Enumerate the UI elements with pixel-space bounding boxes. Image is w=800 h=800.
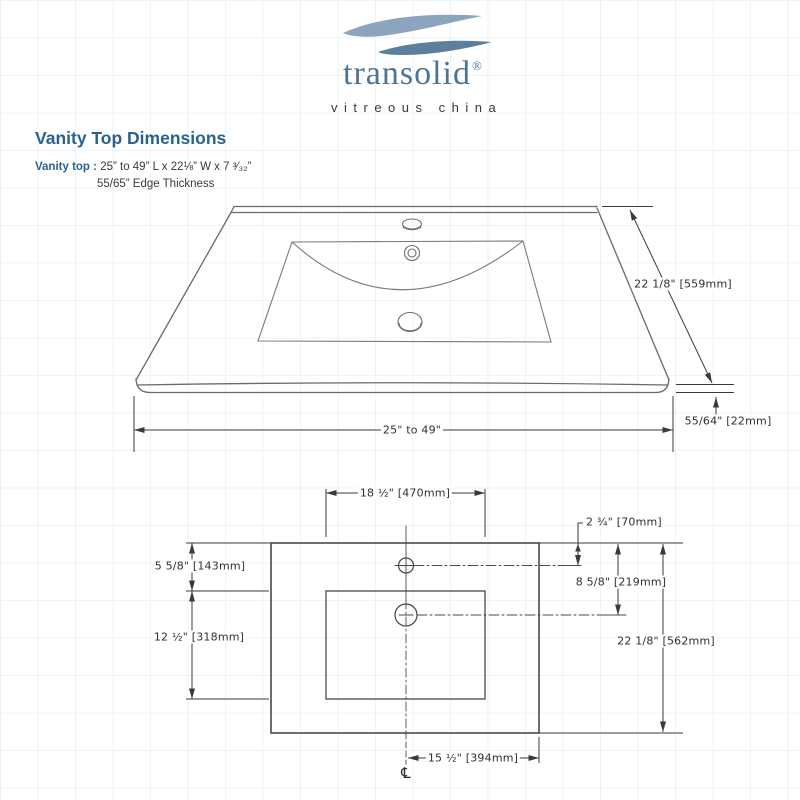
length-dimension-label: 25" to 49": [380, 423, 444, 437]
faucet-hole: [401, 218, 423, 231]
wave-bottom: [378, 40, 492, 55]
brand-name: transolid: [343, 55, 471, 92]
edge-thickness-dimension-label: 55/64" [22mm]: [682, 414, 774, 428]
drain-hole: [397, 311, 423, 333]
bowl-outline: [325, 590, 486, 700]
top-to-bowl-dimension-label: 5 5/8" [143mm]: [152, 559, 248, 573]
brand-tagline: vitreous china: [331, 100, 503, 115]
logo-wave-icon: [343, 14, 492, 55]
spec-line: Vanity top : 25” to 49” L x 22⅛” W x 7 ³…: [35, 161, 251, 173]
plan-view-drawing: [270, 525, 627, 765]
perspective-view-drawing: [135, 205, 670, 394]
countertop-left-edge: [135, 211, 232, 381]
plan-view-dimensions: [186, 489, 683, 763]
width-dimension-line: [629, 209, 713, 384]
spec-edge-thickness: 55/65” Edge Thickness: [97, 178, 215, 190]
registered-mark: ®: [471, 58, 483, 73]
faucet-center-dimension-line: [575, 522, 583, 566]
faucet-center-dimension-label: 2 ¾" [70mm]: [584, 515, 664, 529]
width-dimension-label: 22 1/8" [559mm]: [632, 277, 734, 291]
faucet-deck-width-dimension-label: 18 ½" [470mm]: [357, 486, 453, 500]
perspective-view-dimensions: [133, 206, 734, 452]
wave-top: [343, 14, 482, 37]
drain-center-dimension-label: 8 5/8" [219mm]: [573, 575, 669, 589]
brand-logo: transolid®: [343, 56, 482, 98]
countertop-outline: [270, 542, 540, 734]
overall-depth-dimension-label: 22 1/8" [562mm]: [615, 634, 717, 648]
spec-label: Vanity top :: [35, 161, 97, 173]
overflow-hole: [403, 244, 421, 262]
bowl-depth-dimension-label: 12 ½" [318mm]: [151, 630, 247, 644]
sink-basin: [257, 240, 552, 343]
spec-dimensions: 25” to 49” L x 22⅛” W x 7 ³⁄₃₂”: [100, 161, 252, 173]
countertop-right-edge: [596, 207, 670, 381]
centerline-to-edge-dimension-label: 15 ½" [394mm]: [425, 751, 521, 765]
centerline-symbol: ℄: [401, 764, 411, 782]
countertop-front-edge: [135, 378, 670, 394]
page-title: Vanity Top Dimensions: [35, 128, 227, 148]
centerlines: [405, 525, 627, 765]
